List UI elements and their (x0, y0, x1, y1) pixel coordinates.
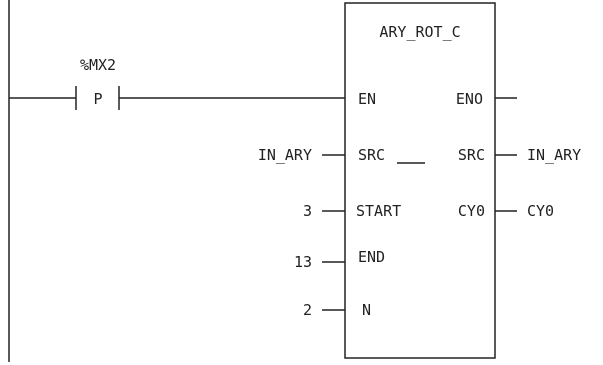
output-pin-eno: ENO (456, 90, 483, 108)
output-operand-src: IN_ARY (527, 146, 581, 164)
input-operand-start: 3 (303, 202, 312, 220)
contact-type-label: P (93, 90, 102, 108)
input-pin-en: EN (358, 90, 376, 108)
input-pin-n: N (362, 301, 371, 319)
output-operand-cy0: CY0 (527, 202, 554, 220)
input-pin-src: SRC (358, 146, 385, 164)
function-block-name: ARY_ROT_C (379, 23, 460, 41)
contact-variable: %MX2 (80, 56, 116, 74)
output-pin-src: SRC (458, 146, 485, 164)
function-block (344, 2, 496, 359)
input-operand-src: IN_ARY (258, 146, 312, 164)
input-operand-end: 13 (294, 253, 312, 271)
input-operand-n: 2 (303, 301, 312, 319)
input-pin-start: START (356, 202, 401, 220)
input-pin-end: END (358, 248, 385, 266)
output-pin-cy0: CY0 (458, 202, 485, 220)
